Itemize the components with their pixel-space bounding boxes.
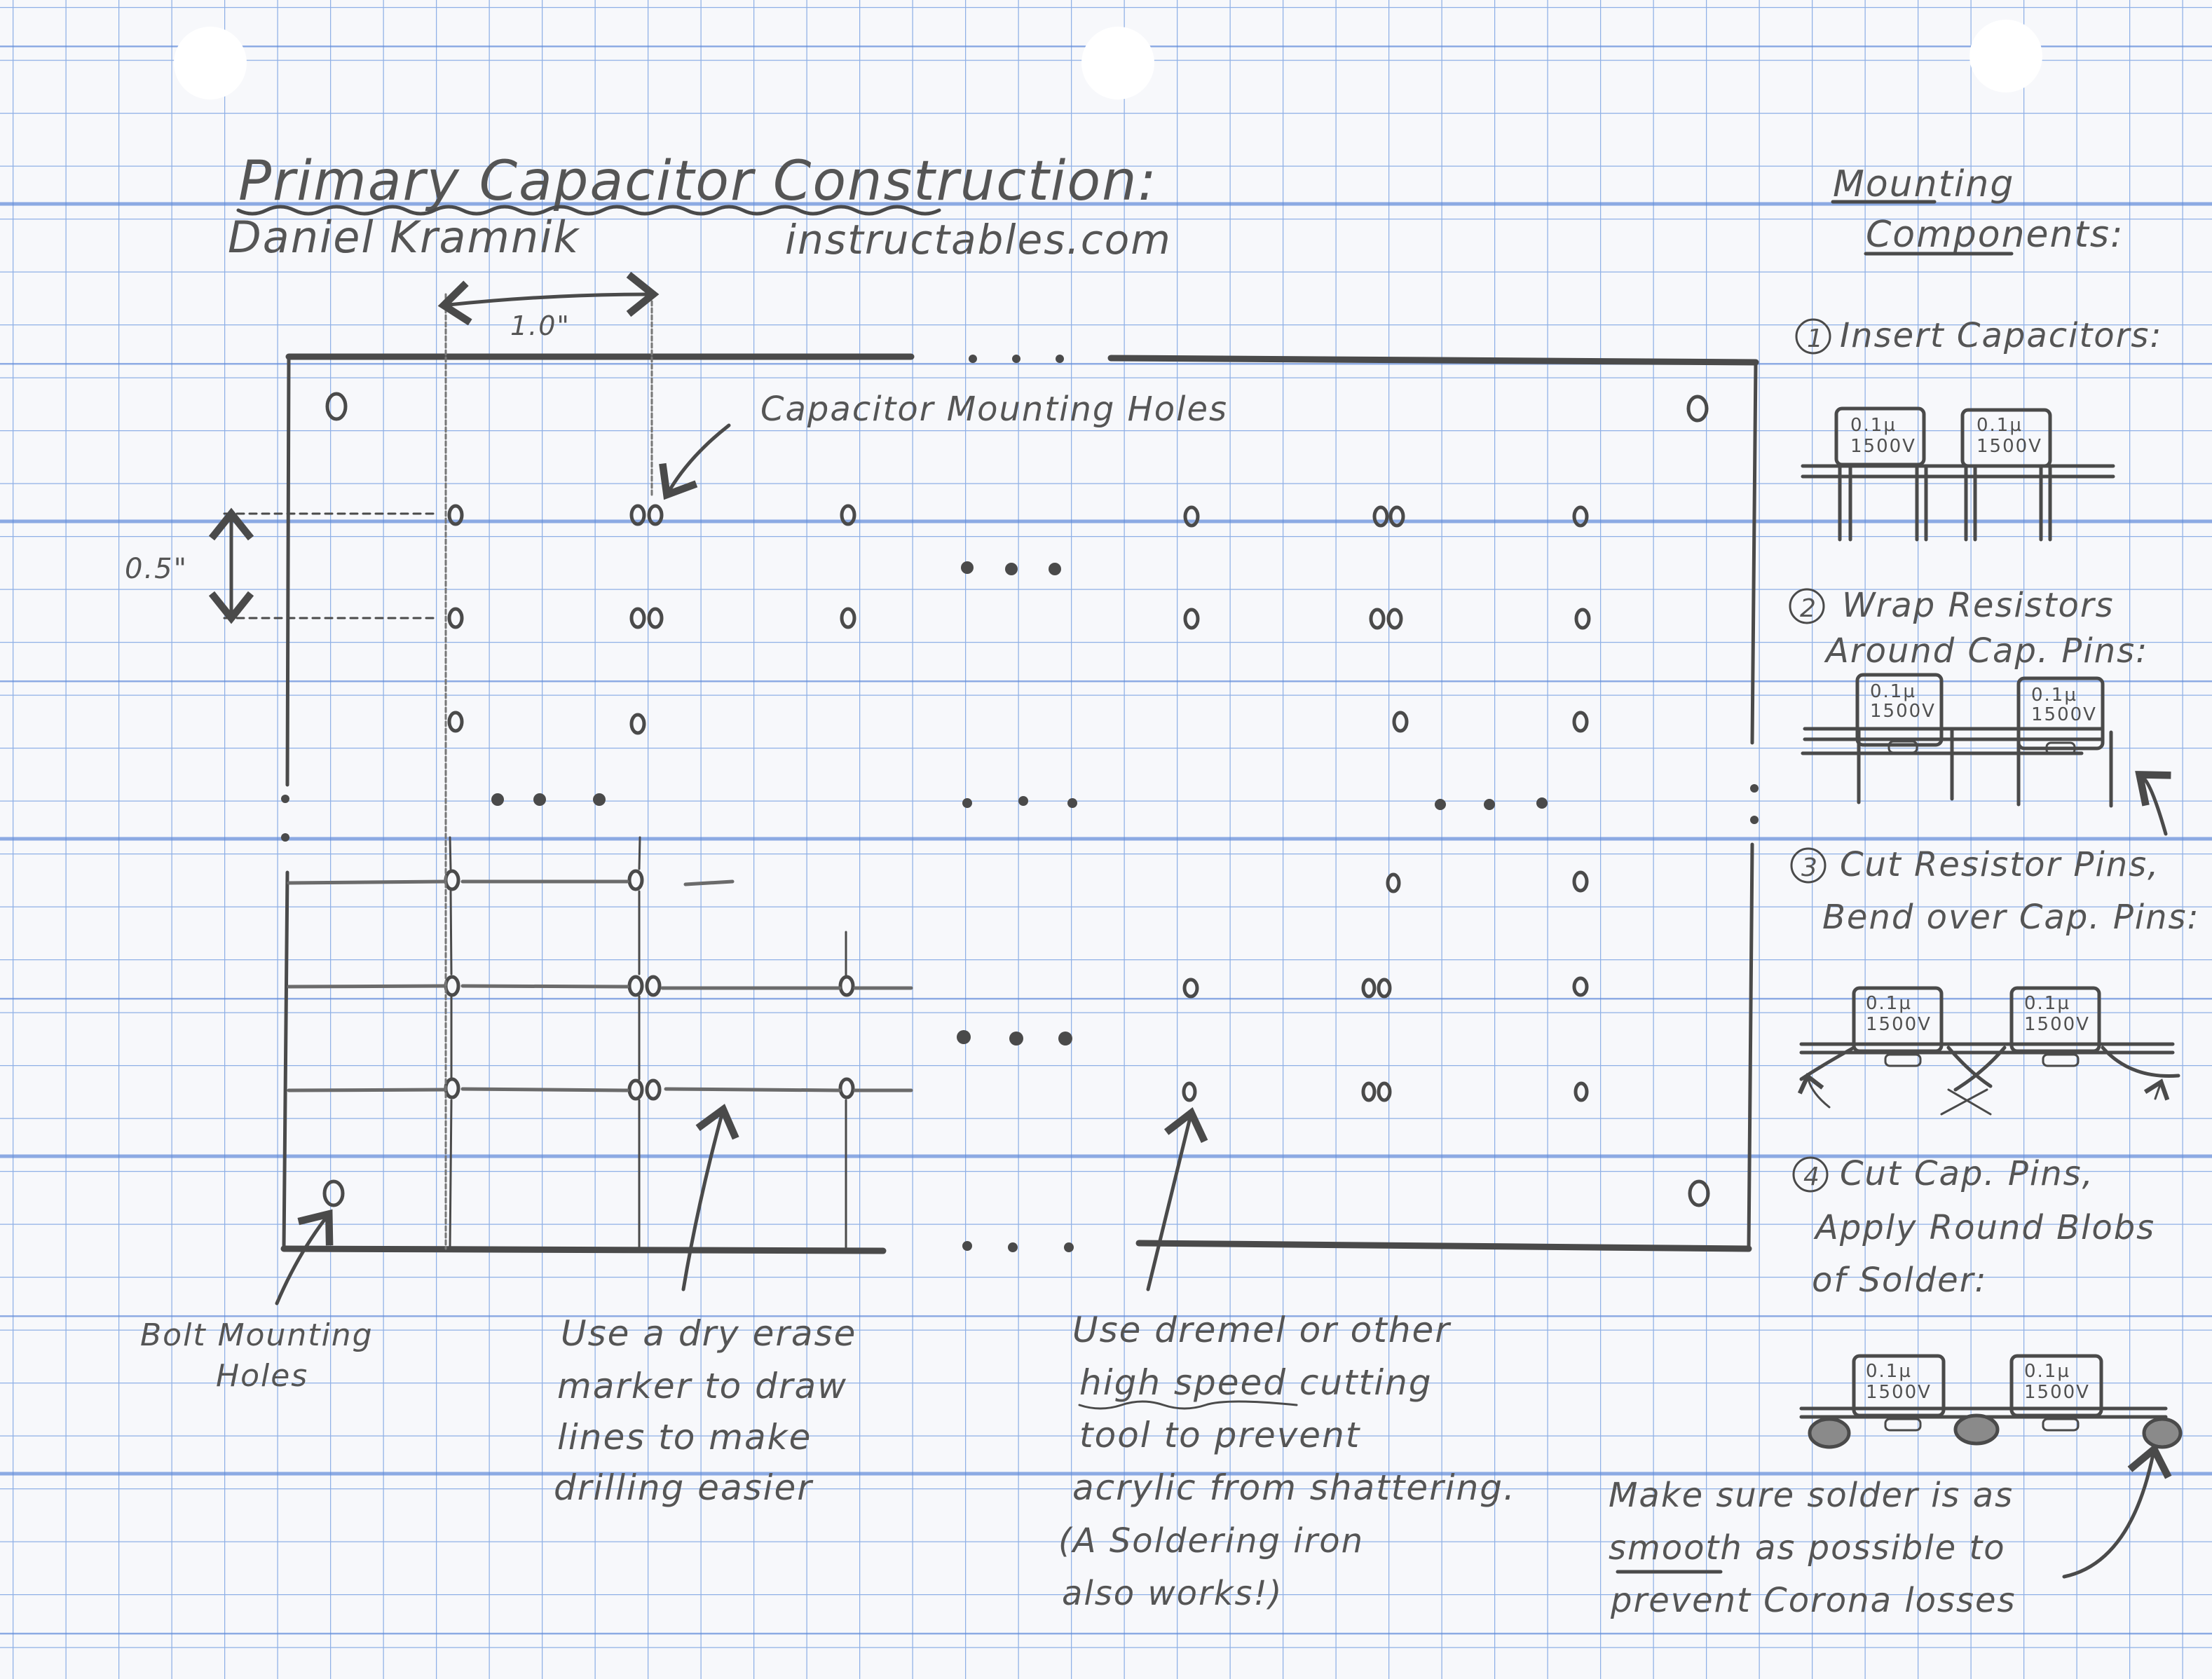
solder-note-line: Make sure solder is as bbox=[1609, 1476, 2014, 1515]
capacitor-holes-upper bbox=[447, 504, 1591, 735]
step-4: 4 Cut Cap. Pins, Apply Round Blobs of So… bbox=[1792, 1154, 2183, 1449]
dry-erase-note: Use a dry erase marker to draw lines to … bbox=[554, 1104, 856, 1508]
callout-capacitor-holes: Capacitor Mounting Holes bbox=[659, 390, 1228, 500]
capacitor-diagram-step1: 0.1µ 1500V 0.1µ 1500V bbox=[1801, 406, 2115, 542]
capacitor-holes-label: Capacitor Mounting Holes bbox=[760, 390, 1228, 429]
step-3: 3 Cut Resistor Pins, Bend over Cap. Pins… bbox=[1790, 845, 2200, 1116]
capacitor-diagram-step2: 0.1µ 1500V 0.1µ 1500V bbox=[1801, 673, 2171, 836]
mounting-components-panel: Mounting Components: 1 Insert Capacitors… bbox=[1789, 163, 2200, 1449]
mounting-heading-line1: Mounting bbox=[1833, 163, 2014, 205]
step-number: 2 bbox=[1800, 594, 1817, 623]
bolt-holes-label-line2: Holes bbox=[216, 1358, 308, 1394]
cutting-note-line: acrylic from shattering. bbox=[1072, 1467, 1516, 1508]
step-number-circle bbox=[1789, 588, 1825, 624]
cutting-note-line: high speed cutting bbox=[1079, 1362, 1433, 1403]
capacitor-diagram-step3: 0.1µ 1500V 0.1µ 1500V bbox=[1797, 986, 2180, 1116]
bolt-holes-label-line1: Bolt Mounting bbox=[140, 1317, 374, 1353]
bolt-holes-note: Bolt Mounting Holes bbox=[140, 1209, 374, 1394]
dry-erase-note-line: Use a dry erase bbox=[561, 1313, 856, 1354]
svg-text:0.1µ: 0.1µ bbox=[2031, 685, 2077, 706]
svg-text:1500V: 1500V bbox=[2024, 1014, 2090, 1035]
dimension-height: 0.5" bbox=[125, 507, 436, 624]
step-number-circle bbox=[1792, 1156, 1829, 1193]
step-number-circle bbox=[1795, 318, 1831, 355]
cutting-note-line: also works!) bbox=[1062, 1574, 1283, 1613]
cutting-note-line: (A Soldering iron bbox=[1058, 1521, 1364, 1561]
svg-text:0.1µ: 0.1µ bbox=[1850, 415, 1897, 436]
dimension-width: 1.0" bbox=[437, 271, 660, 1250]
mounting-heading-line2: Components: bbox=[1866, 214, 2124, 256]
dry-erase-guide-lines bbox=[287, 836, 913, 1250]
step-number: 3 bbox=[1801, 854, 1819, 882]
svg-text:1500V: 1500V bbox=[2024, 1382, 2090, 1403]
step-2: 2 Wrap Resistors Around Cap. Pins: 0.1µ … bbox=[1789, 586, 2171, 836]
svg-text:1500V: 1500V bbox=[1866, 1382, 1932, 1403]
svg-text:0.1µ: 0.1µ bbox=[1866, 993, 1912, 1014]
continuation-dots bbox=[281, 355, 1759, 1252]
svg-text:1500V: 1500V bbox=[2031, 704, 2097, 725]
cutting-tool-note: Use dremel or other high speed cutting t… bbox=[1058, 1107, 1516, 1613]
page-title: Primary Capacitor Construction: bbox=[238, 150, 1158, 213]
step-text: Apply Round Blobs bbox=[1813, 1208, 2155, 1247]
dimension-height-label: 0.5" bbox=[125, 553, 188, 585]
punch-holes bbox=[174, 20, 2042, 100]
svg-text:0.1µ: 0.1µ bbox=[2024, 993, 2070, 1014]
svg-text:0.1µ: 0.1µ bbox=[2024, 1361, 2070, 1382]
acrylic-board: 1.0" 0.5" Capacitor Mounting Holes bbox=[125, 271, 1759, 1254]
step-text: Cut Cap. Pins, bbox=[1840, 1154, 2094, 1193]
title-block: Primary Capacitor Construction: Daniel K… bbox=[228, 150, 1172, 263]
capacitor-diagram-step4: 0.1µ 1500V 0.1µ 1500V bbox=[1799, 1354, 2183, 1449]
cutting-note-line: Use dremel or other bbox=[1072, 1310, 1452, 1350]
svg-text:1500V: 1500V bbox=[1977, 436, 2042, 457]
solder-note-line: prevent Corona losses bbox=[1610, 1581, 2016, 1620]
svg-text:0.1µ: 0.1µ bbox=[1977, 415, 2023, 436]
step-number: 4 bbox=[1803, 1163, 1821, 1191]
step-text: Around Cap. Pins: bbox=[1824, 631, 2148, 671]
svg-text:1500V: 1500V bbox=[1870, 701, 1936, 722]
step-1: 1 Insert Capacitors: 0.1µ 1500V 0.1µ 150… bbox=[1795, 316, 2163, 542]
step-number-circle bbox=[1790, 847, 1827, 884]
dry-erase-note-line: marker to draw bbox=[557, 1366, 847, 1406]
step-text: Bend over Cap. Pins: bbox=[1822, 898, 2200, 937]
underline-high-speed bbox=[1078, 1400, 1298, 1410]
step-number: 1 bbox=[1807, 324, 1824, 353]
dry-erase-note-line: drilling easier bbox=[554, 1467, 814, 1508]
svg-text:1500V: 1500V bbox=[1866, 1014, 1932, 1035]
dimension-width-label: 1.0" bbox=[510, 310, 571, 341]
dry-erase-note-line: lines to make bbox=[557, 1417, 812, 1458]
step-text: Wrap Resistors bbox=[1842, 586, 2115, 625]
bolt-holes bbox=[322, 392, 1710, 1207]
title-underline bbox=[236, 205, 941, 216]
site-name: instructables.com bbox=[785, 216, 1172, 263]
solder-note-line: smooth as possible to bbox=[1609, 1528, 2006, 1568]
step-text: Insert Capacitors: bbox=[1840, 316, 2163, 355]
solder-smooth-note: Make sure solder is as smooth as possibl… bbox=[1609, 1443, 2172, 1620]
step-text: Cut Resistor Pins, bbox=[1840, 845, 2159, 884]
author-name: Daniel Kramnik bbox=[228, 212, 580, 263]
svg-text:0.1µ: 0.1µ bbox=[1870, 681, 1916, 702]
step-text: of Solder: bbox=[1812, 1261, 1988, 1300]
svg-text:1500V: 1500V bbox=[1850, 436, 1916, 457]
cutting-note-line: tool to prevent bbox=[1079, 1415, 1361, 1455]
svg-text:0.1µ: 0.1µ bbox=[1866, 1361, 1912, 1382]
